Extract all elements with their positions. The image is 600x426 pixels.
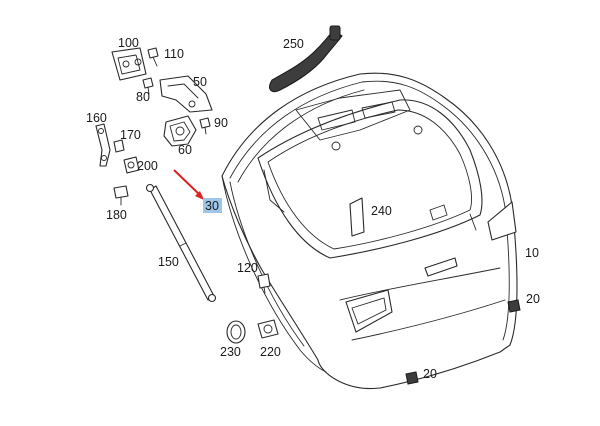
callout-80: 80 — [136, 90, 150, 104]
callout-20-a: 20 — [526, 292, 540, 306]
bushing-220 — [257, 319, 279, 339]
callout-220: 220 — [260, 345, 281, 359]
stop-120 — [257, 273, 271, 294]
callout-90: 90 — [214, 116, 228, 130]
buffer-20-b — [405, 371, 419, 385]
callout-20-b: 20 — [423, 367, 437, 381]
pointer-arrow — [173, 169, 204, 200]
callout-250: 250 — [283, 37, 304, 51]
hinge-50 — [159, 75, 213, 113]
callout-110: 110 — [164, 47, 184, 61]
inner-frame — [257, 89, 483, 259]
bolt-90 — [199, 117, 211, 135]
grab-handle-250 — [269, 25, 343, 93]
callout-50: 50 — [193, 75, 207, 89]
callout-120: 120 — [237, 261, 258, 275]
callout-200: 200 — [137, 159, 158, 173]
buffer-20-a — [507, 299, 521, 313]
bracket-160 — [95, 123, 111, 167]
callout-180: 180 — [106, 208, 127, 222]
callout-230: 230 — [220, 345, 241, 359]
callout-160: 160 — [86, 111, 107, 125]
highlight-label: 30 — [205, 199, 219, 213]
callout-100: 100 — [118, 36, 139, 50]
highlight-30: 30 — [203, 198, 222, 213]
plug-230 — [226, 320, 246, 344]
bolt-110 — [147, 47, 159, 67]
callout-170: 170 — [120, 128, 141, 142]
latch-60 — [163, 115, 197, 147]
clip-200 — [123, 156, 140, 174]
bolt-80 — [142, 77, 154, 95]
callout-150: 150 — [158, 255, 179, 269]
clip-170 — [113, 139, 125, 153]
callout-60: 60 — [178, 143, 192, 157]
pin-180 — [113, 185, 129, 206]
gas-strut-150 — [145, 183, 217, 303]
hinge-100 — [111, 47, 147, 81]
callout-240: 240 — [371, 204, 392, 218]
callout-10: 10 — [525, 246, 539, 260]
